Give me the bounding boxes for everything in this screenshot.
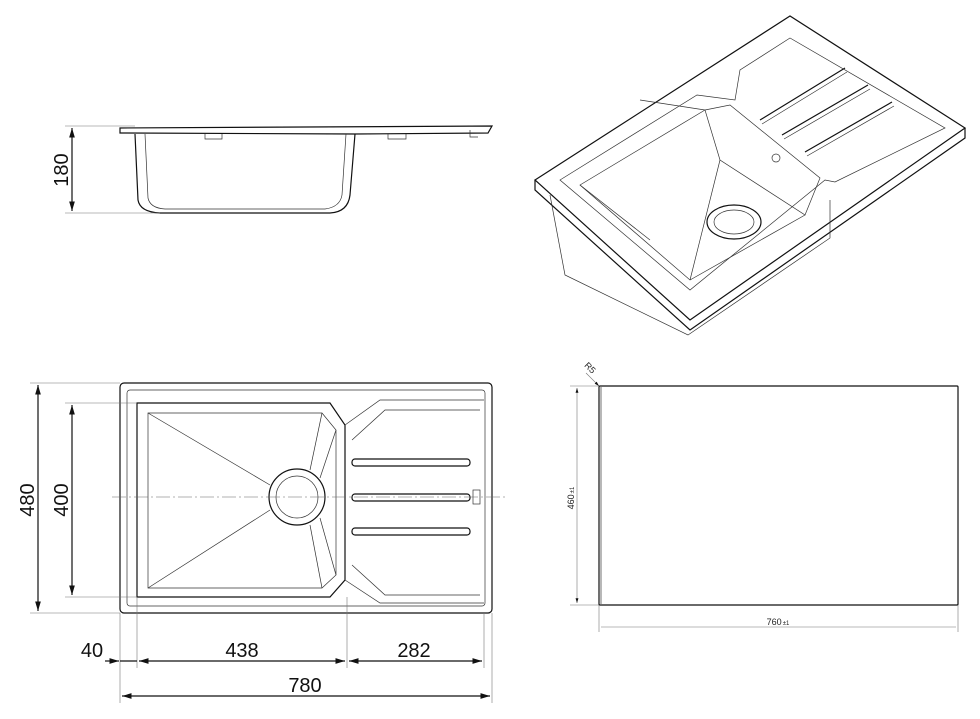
rim-offset-dimension: 40 [81,640,103,662]
drainer-width-dimension: 282 [397,640,430,662]
corner-radius-label: R5 [583,360,598,375]
cutout-template: 460±1 760±1 R5 [566,360,959,632]
overall-width-dimension: 780 [288,675,321,697]
overall-depth-dimension: 480 [17,483,39,516]
bowl-depth-dimension: 400 [51,483,73,516]
cutout-width-dimension: 760±1 [767,617,790,627]
plan-view: 480 400 40 438 282 780 [17,382,505,703]
side-height-dimension: 180 [51,153,73,186]
side-view: 180 [51,125,494,214]
isometric-view [534,15,967,336]
cutout-height-dimension: 460±1 [566,486,576,509]
bowl-width-dimension: 438 [225,640,258,662]
